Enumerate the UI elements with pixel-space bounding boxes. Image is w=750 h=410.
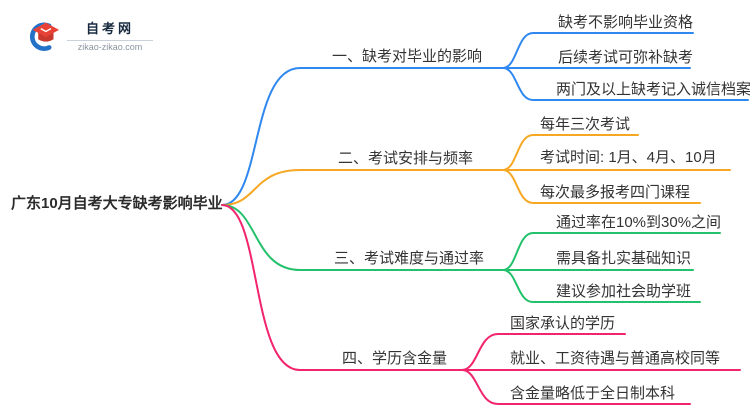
branch-2-child-1: 每年三次考试: [540, 116, 631, 133]
branch-2-main-line: [221, 169, 504, 206]
branch-2-label: 二、考试安排与频率: [338, 150, 474, 167]
branch-4-child-1: 国家承认的学历: [510, 315, 616, 332]
branch-4-child-1-line: [461, 333, 626, 371]
branch-4-child-3-line: [461, 369, 691, 405]
branch-4-main-line: [221, 204, 463, 371]
branch-3-lines: [221, 204, 721, 303]
logo-domain: zikao-zikao.com: [77, 42, 143, 52]
logo-cap-highlight: [40, 28, 52, 33]
branch-3-child-1-line: [502, 232, 721, 271]
branch-3-main-line: [221, 204, 504, 271]
branch-2-child-1-line: [502, 134, 639, 171]
branch-1-label: 一、缺考对毕业的影响: [332, 48, 483, 65]
graduation-cap-logo-icon: [30, 22, 60, 51]
branch-3-child-1: 通过率在10%到30%之间: [556, 214, 722, 231]
branch-2-child-3: 每次最多报考四门课程: [540, 184, 691, 201]
branch-3-child-3: 建议参加社会助学班: [556, 283, 692, 300]
branch-2-lines: [221, 134, 731, 206]
branch-1-child-3-line: [502, 67, 749, 101]
branch-3-child-3-line: [502, 269, 701, 303]
branch-1-main-line: [221, 67, 504, 206]
branch-4-child-2: 就业、工资待遇与普通高校同等: [510, 350, 721, 367]
branch-3-child-2: 需具备扎实基础知识: [556, 250, 692, 267]
branch-2-child-2: 考试时间: 1月、4月、10月: [540, 149, 717, 166]
branch-1-child-1: 缺考不影响毕业资格: [558, 14, 694, 31]
branch-4-label: 四、学历含金量: [342, 350, 448, 367]
branch-2-child-3-line: [502, 169, 701, 204]
branch-4-lines: [221, 204, 741, 405]
site-logo: 自考网 zikao-zikao.com: [28, 18, 153, 52]
logo-title: 自考网: [85, 21, 134, 36]
branch-3-label: 三、考试难度与通过率: [334, 250, 485, 267]
branch-1-child-2: 后续考试可弥补缺考: [558, 49, 694, 66]
logo-divider: [67, 40, 153, 41]
logo-cap-board-shape: [32, 22, 60, 38]
branch-1-child-3: 两门及以上缺考记入诚信档案: [556, 81, 750, 98]
logo-text-block: 自考网 zikao-zikao.com: [67, 18, 153, 52]
root-node: 广东10月自考大专缺考影响毕业: [11, 195, 223, 212]
branch-4-child-3: 含金量略低于全日制本科: [510, 385, 676, 402]
branch-1-lines: [221, 32, 749, 206]
branch-1-child-1-line: [502, 32, 694, 69]
